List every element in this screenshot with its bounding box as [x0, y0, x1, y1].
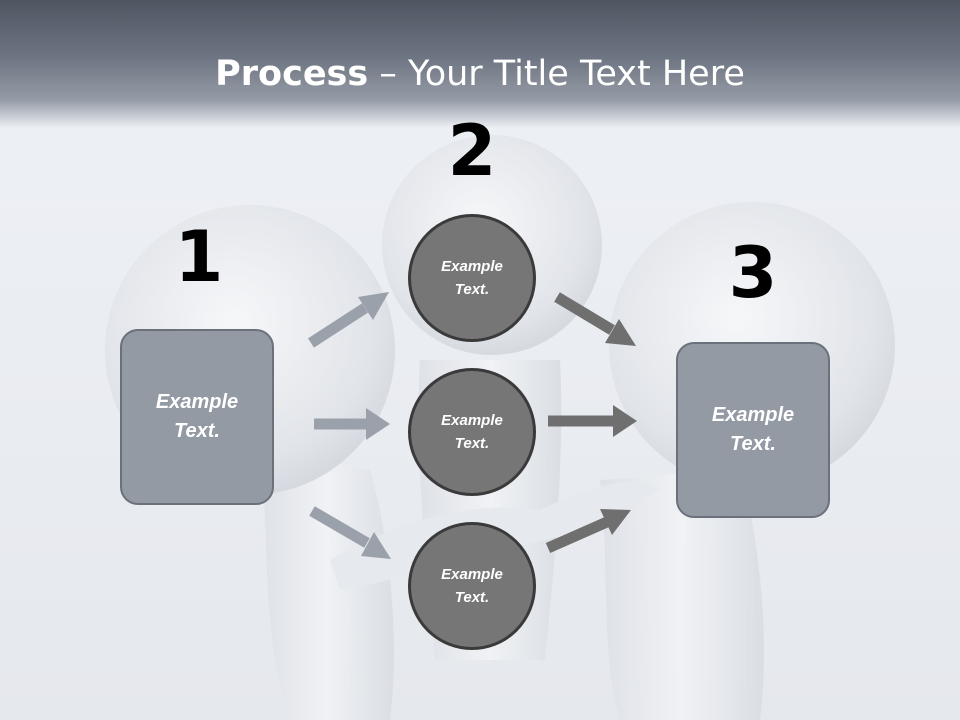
arrow-bottom-to-right [545, 509, 631, 554]
step-number-1: 1 [174, 216, 224, 298]
title-rest: – Your Title Text Here [368, 54, 745, 94]
step-3-box[interactable]: Example Text. [676, 342, 830, 518]
step-number-2: 2 [447, 110, 497, 192]
step-2-circle-bottom[interactable]: Example Text. [408, 522, 536, 650]
arrow-left-to-bottom [309, 506, 391, 559]
arrow-left-to-middle [314, 408, 390, 440]
step-1-box[interactable]: Example Text. [120, 329, 274, 505]
step-number-3: 3 [728, 232, 778, 314]
step-2-circle-top[interactable]: Example Text. [408, 214, 536, 342]
step-2-circle-middle[interactable]: Example Text. [408, 368, 536, 496]
title-bold: Process [215, 54, 369, 94]
slide-title: Process – Your Title Text Here [0, 52, 960, 96]
title-bar [0, 0, 960, 128]
arrow-left-to-top [308, 292, 389, 348]
arrow-middle-to-right [548, 405, 637, 437]
arrow-top-to-right [554, 292, 636, 346]
